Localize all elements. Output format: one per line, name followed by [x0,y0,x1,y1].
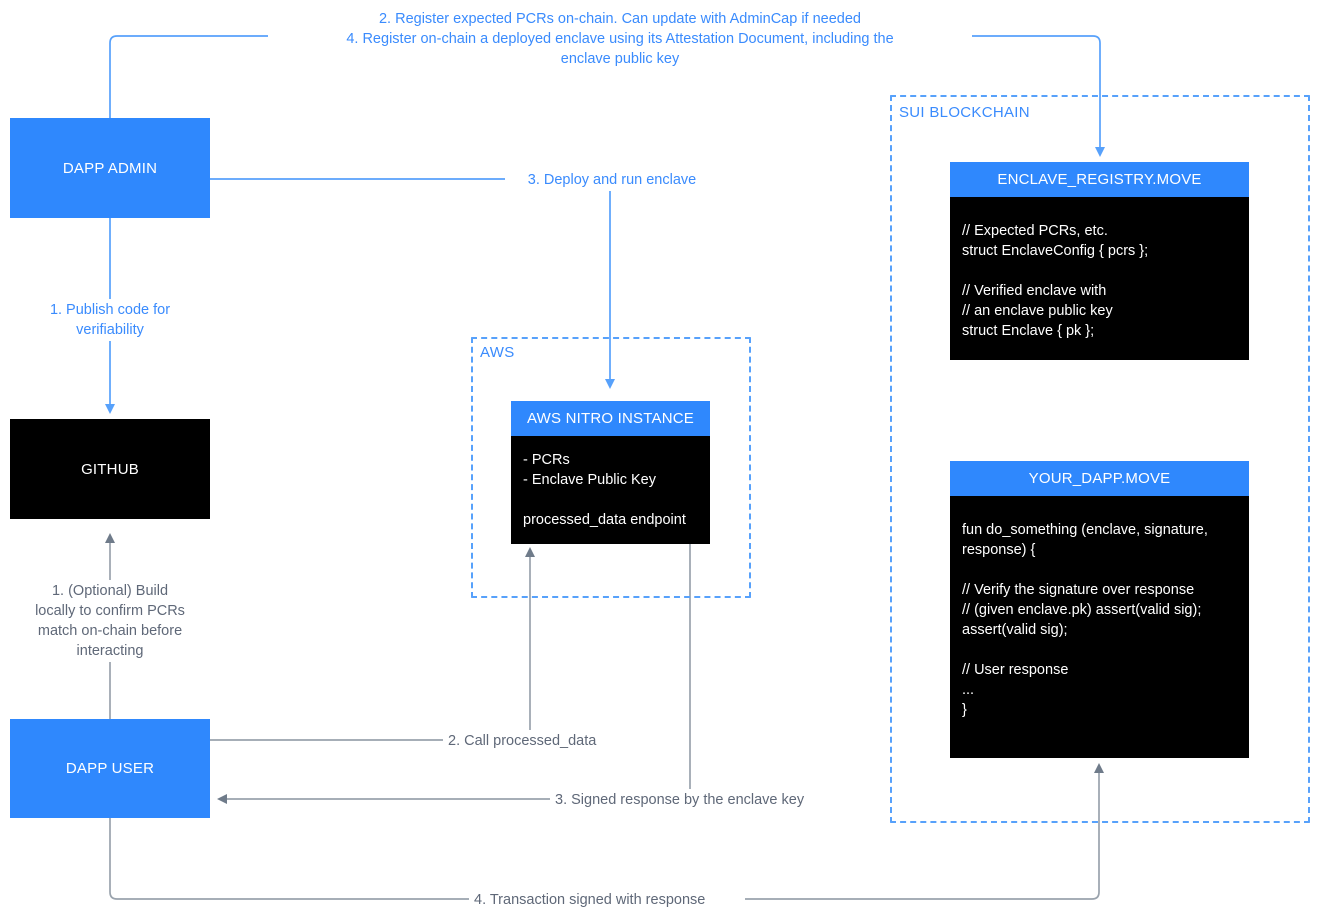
node-dapp-user-label: DAPP USER [65,760,155,777]
card-aws-nitro-instance-title: AWS NITRO INSTANCE [511,401,710,436]
node-github[interactable]: GITHUB [10,419,210,519]
group-aws [471,337,751,598]
edge-label-optional-build: 1. (Optional) Build locally to confirm P… [15,580,205,662]
card-enclave-registry-move[interactable]: ENCLAVE_REGISTRY.MOVE // Expected PCRs, … [950,162,1249,360]
edge-label-register-enclave: 4. Register on-chain a deployed enclave … [268,28,972,70]
node-dapp-user[interactable]: DAPP USER [10,719,210,818]
edge-label-publish-code: 1. Publish code for verifiability [20,299,200,341]
edge-label-signed-response: 3. Signed response by the enclave key [550,789,842,811]
group-sui-blockchain-label: SUI BLOCKCHAIN [895,104,1034,121]
card-aws-nitro-instance[interactable]: AWS NITRO INSTANCE - PCRs - Enclave Publ… [511,401,710,544]
node-dapp-admin-label: DAPP ADMIN [62,159,158,177]
card-your-dapp-move-title: YOUR_DAPP.MOVE [950,461,1249,496]
edge-label-register-pcrs: 2. Register expected PCRs on-chain. Can … [300,8,940,30]
card-your-dapp-move[interactable]: YOUR_DAPP.MOVE fun do_something (enclave… [950,461,1249,758]
node-github-label: GITHUB [81,460,139,478]
card-enclave-registry-move-body: // Expected PCRs, etc. struct EnclaveCon… [950,197,1249,360]
group-aws-label: AWS [476,344,519,361]
node-dapp-admin[interactable]: DAPP ADMIN [10,118,210,218]
card-enclave-registry-move-title: ENCLAVE_REGISTRY.MOVE [950,162,1249,197]
edge-label-call-processed-data: 2. Call processed_data [443,730,623,752]
card-aws-nitro-instance-body: - PCRs - Enclave Public Key processed_da… [511,436,710,544]
card-your-dapp-move-body: fun do_something (enclave, signature, re… [950,496,1249,758]
group-sui-blockchain [890,95,1310,823]
edge-label-transaction-signed: 4. Transaction signed with response [469,889,745,911]
edge-label-deploy-run-enclave: 3. Deploy and run enclave [505,169,719,191]
